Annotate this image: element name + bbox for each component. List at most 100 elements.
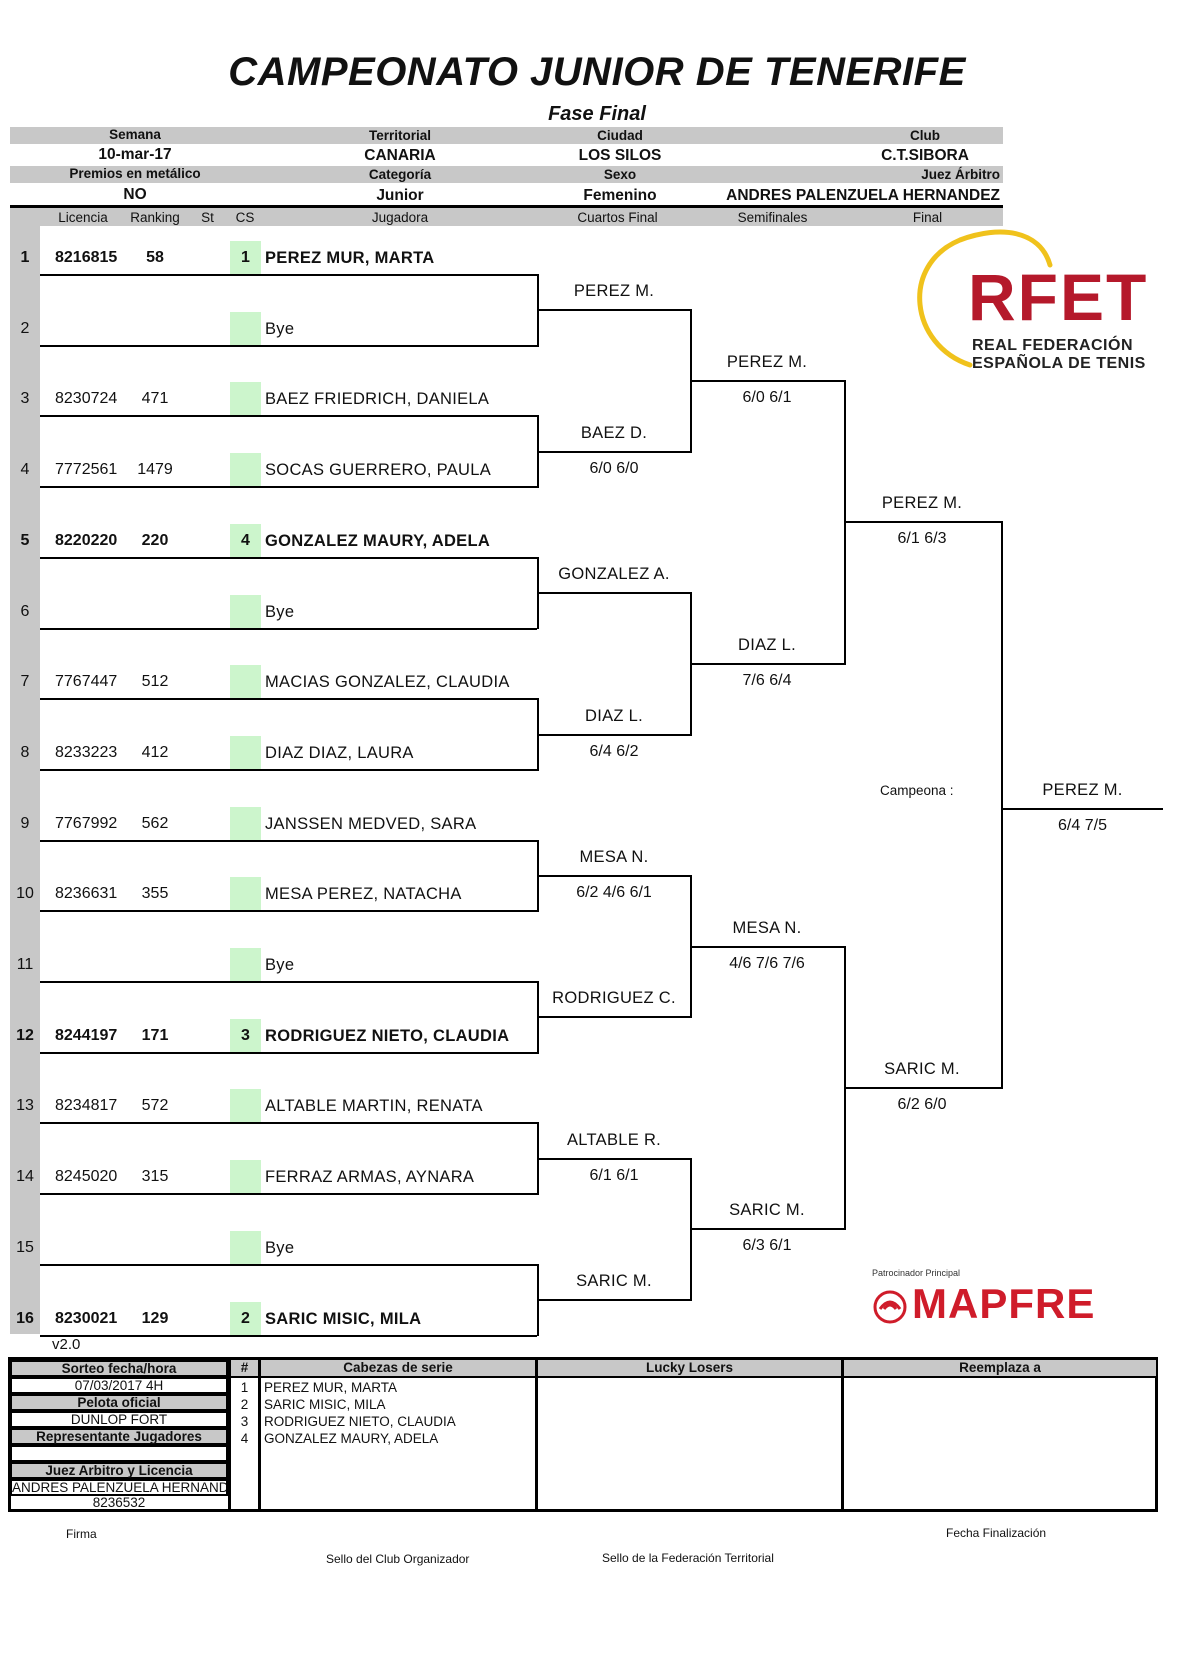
- semi-line: [690, 380, 845, 383]
- page-title: CAMPEONATO JUNIOR DE TENERIFE: [228, 50, 966, 94]
- quarter-line: [537, 874, 692, 877]
- player-row-line: [40, 627, 537, 630]
- semi-score: 6/0 6/1: [742, 389, 792, 407]
- player-ranking: 562: [141, 814, 169, 832]
- semi-score: 4/6 7/6 7/6: [729, 954, 805, 972]
- draw-position: 13: [16, 1097, 34, 1115]
- juez-licencia-value: 8236532: [92, 1495, 146, 1510]
- draw-position: 15: [16, 1238, 34, 1256]
- player-licencia: 8244197: [55, 1026, 118, 1044]
- player-licencia: 8245020: [55, 1168, 118, 1186]
- draw-number-sidebar: [10, 212, 40, 1334]
- info-label-bar-2: [10, 166, 1003, 183]
- footer-divider-3: [535, 1360, 538, 1510]
- player-ranking: 315: [141, 1168, 169, 1186]
- col-semis: Semifinales: [737, 210, 808, 225]
- fecha-finalizacion-label: Fecha Finalización: [946, 1526, 1047, 1540]
- sorteo-label: Sorteo fecha/hora: [10, 1360, 228, 1377]
- quarter-winner: GONZALEZ A.: [558, 565, 670, 584]
- footer-header-rule: [231, 1376, 1158, 1378]
- player-row-line: [40, 698, 537, 701]
- player-ranking: 412: [141, 743, 169, 761]
- seed-name: PEREZ MUR, MARTA: [264, 1380, 398, 1395]
- quarter-score: 6/4 6/2: [589, 742, 639, 760]
- player-row-line: [40, 1334, 537, 1337]
- seed-cell: 1: [230, 241, 261, 275]
- player-name: Bye: [265, 956, 295, 974]
- col-jugadora: Jugadora: [371, 210, 429, 225]
- player-licencia: 8220220: [55, 531, 118, 549]
- mapfre-wordmark: MAPFRE: [912, 1280, 1096, 1327]
- semi-winner: PEREZ M.: [726, 353, 808, 372]
- rfet-line-2: ESPAÑOLA DE TENIS: [972, 355, 1146, 372]
- player-licencia: 7772561: [55, 461, 118, 479]
- ciudad-value: LOS SILOS: [578, 147, 662, 164]
- quarter-winner: ALTABLE R.: [566, 1130, 662, 1149]
- rfet-wordmark: RFET: [968, 260, 1149, 334]
- header-divider: [10, 205, 1003, 208]
- col-st: St: [201, 210, 214, 225]
- sponsor-label: Patrocinador Principal: [872, 1268, 961, 1278]
- footer-divider-4: [841, 1360, 844, 1510]
- player-name: MACIAS GONZALEZ, CLAUDIA: [265, 673, 510, 692]
- semi-line: [690, 662, 845, 665]
- quarter-line: [537, 309, 692, 312]
- pelota-label: Pelota oficial: [10, 1394, 228, 1411]
- club-value: C.T.SIBORA: [881, 147, 969, 164]
- seed-cell: 4: [230, 523, 261, 558]
- representante-value: [10, 1445, 228, 1462]
- seed-name: RODRIGUEZ NIETO, CLAUDIA: [264, 1414, 456, 1429]
- semi-winner: DIAZ L.: [737, 635, 797, 654]
- quarter-score: 6/1 6/1: [589, 1166, 639, 1184]
- player-licencia: 8230021: [55, 1309, 118, 1327]
- semana-value: 10-mar-17: [98, 146, 172, 163]
- draw-position: 3: [20, 390, 30, 408]
- player-licencia: 8233223: [55, 743, 118, 761]
- player-licencia: 8230724: [55, 390, 118, 408]
- quarter-winner: DIAZ L.: [584, 706, 644, 725]
- quarter-line: [537, 733, 692, 736]
- seed-cell: 3: [230, 1018, 261, 1053]
- player-name: DIAZ DIAZ, LAURA: [265, 743, 414, 762]
- draw-position: 5: [20, 531, 30, 549]
- draw-position: 7: [20, 673, 30, 691]
- champion-label: Campeona :: [880, 783, 954, 798]
- mapfre-emblem-icon: [870, 1287, 910, 1327]
- player-row-line: [40, 1051, 537, 1054]
- reemplaza-header: Reemplaza a: [844, 1360, 1156, 1376]
- player-name: ALTABLE MARTIN, RENATA: [265, 1097, 483, 1116]
- sexo-value: Femenino: [583, 187, 657, 204]
- draw-position: 4: [20, 461, 30, 479]
- player-row-line: [40, 344, 537, 347]
- quarter-score: 6/0 6/0: [589, 459, 639, 477]
- player-ranking: 129: [141, 1309, 169, 1327]
- player-name: JANSSEN MEDVED, SARA: [265, 814, 477, 833]
- quarter-winner: SARIC M.: [576, 1272, 652, 1291]
- seed-cell: 2: [230, 1301, 261, 1336]
- ciudad-label: Ciudad: [597, 128, 643, 143]
- seed-name: SARIC MISIC, MILA: [264, 1397, 386, 1412]
- quarter-winner: PEREZ M.: [573, 282, 655, 301]
- firma-label: Firma: [66, 1527, 97, 1541]
- draw-position: 14: [16, 1168, 34, 1186]
- seed-cell: [230, 311, 261, 346]
- player-name: GONZALEZ MAURY, ADELA: [265, 531, 491, 550]
- seed-number: 1: [240, 1380, 249, 1395]
- seed-cell: [230, 1160, 261, 1195]
- footer-left-column: Sorteo fecha/hora 07/03/2017 4H Pelota o…: [10, 1360, 228, 1510]
- col-licencia: Licencia: [58, 210, 108, 225]
- quarter-line: [537, 1016, 692, 1019]
- lucky-losers-header: Lucky Losers: [538, 1360, 841, 1376]
- seed-cell: [230, 594, 261, 629]
- seed-name: GONZALEZ MAURY, ADELA: [264, 1431, 439, 1446]
- seed-number: 3: [240, 1414, 249, 1429]
- player-ranking: 512: [141, 673, 169, 691]
- player-row-line: [40, 1263, 537, 1266]
- player-name: MESA PEREZ, NATACHA: [265, 885, 462, 904]
- player-row-line: [40, 981, 537, 983]
- seed-cell: [230, 382, 261, 417]
- finalist-score: 6/1 6/3: [897, 530, 947, 548]
- semi-line: [690, 1228, 845, 1231]
- player-licencia: 7767992: [55, 814, 118, 832]
- seed-number: 2: [240, 1397, 249, 1412]
